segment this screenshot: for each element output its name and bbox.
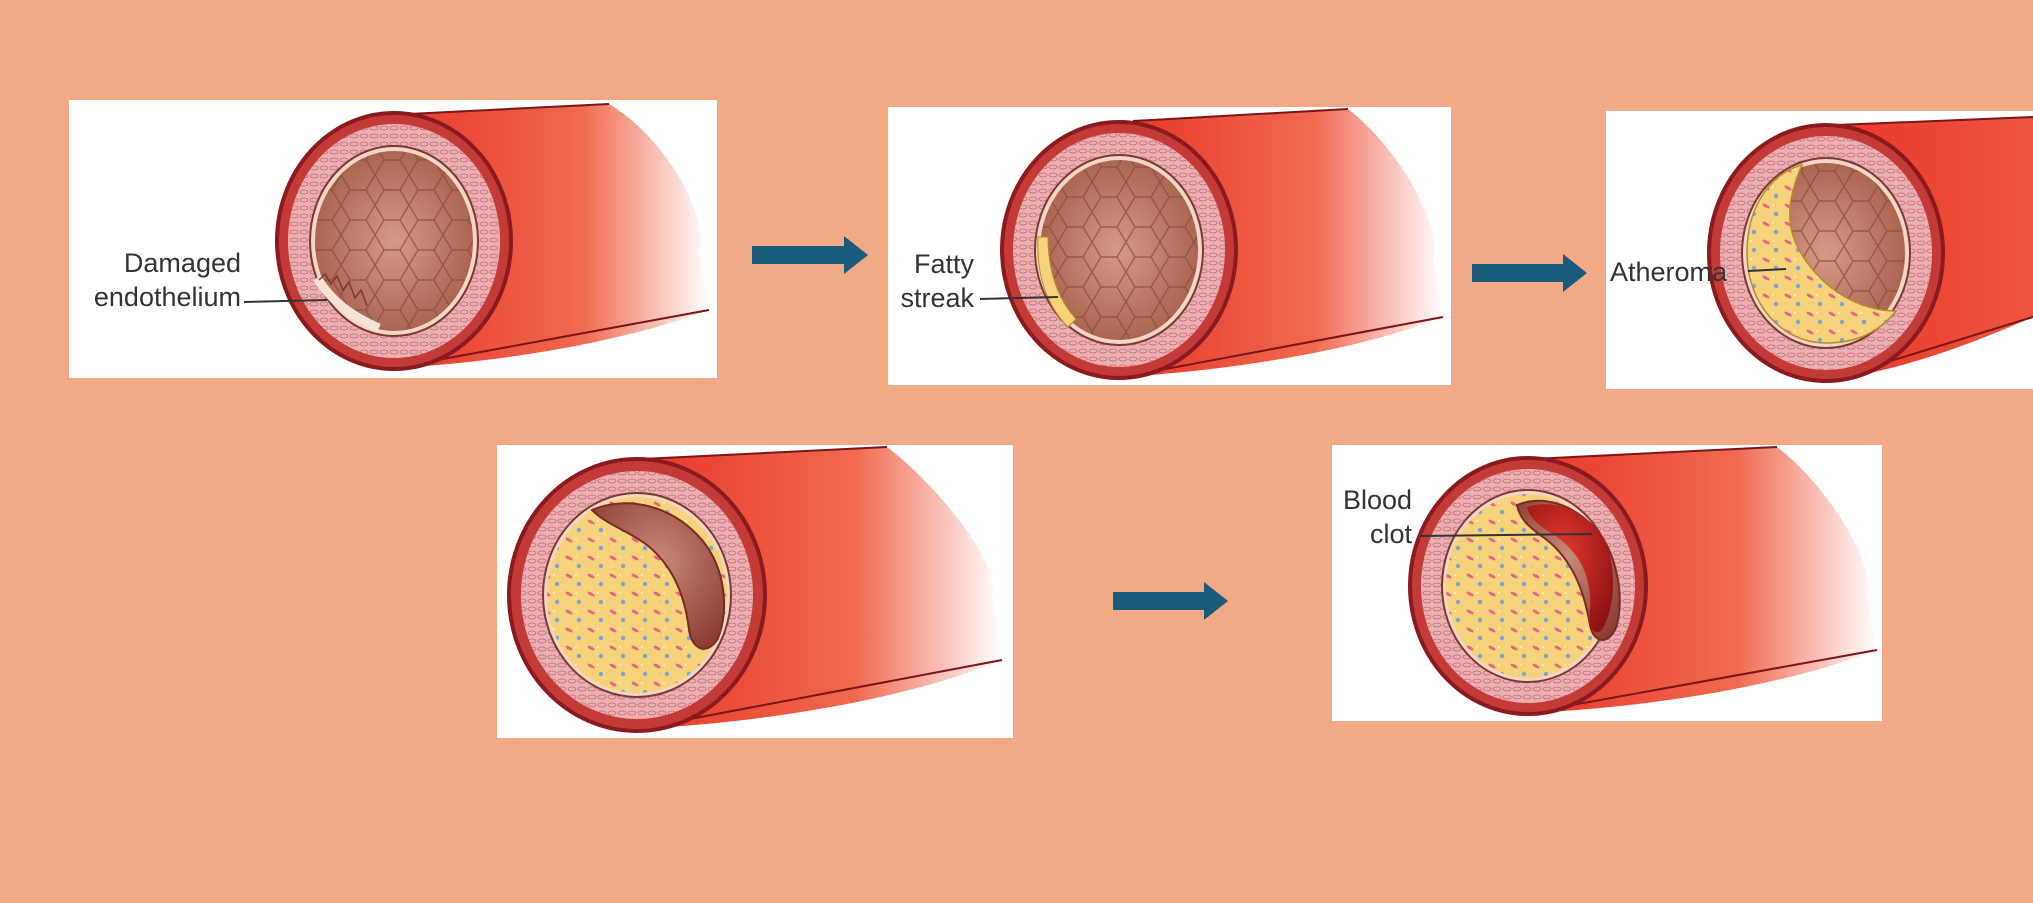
label-line: Fatty	[913, 249, 974, 279]
stage-panel-blood-clot: Blood clot	[1332, 445, 1882, 721]
label-line: clot	[1369, 519, 1412, 549]
label-line: Atheroma	[1610, 257, 1728, 287]
arrow-right-icon	[1472, 254, 1587, 292]
stage-panel-atheroma: Atheroma	[1606, 111, 2033, 389]
label-atheroma: Atheroma	[1610, 255, 1727, 289]
label-line: endothelium	[93, 282, 241, 312]
stage-panel-damaged-endothelium: Damaged endothelium	[69, 100, 717, 378]
arrow-right-icon	[752, 236, 868, 274]
stage-panel-fatty-streak: Fatty streak	[888, 107, 1451, 385]
label-line: streak	[900, 283, 974, 313]
vessel-illustration-plaque	[507, 446, 1003, 733]
label-line: Blood	[1342, 485, 1412, 515]
label-blood-clot: Blood clot	[1332, 483, 1412, 551]
vessel-illustration-atheroma	[1707, 116, 2033, 383]
vessel-illustration-fatty	[979, 108, 1444, 380]
label-line: Damaged	[123, 248, 241, 278]
vessel-illustration-clot	[1408, 446, 1878, 716]
vessel-illustration-damaged	[243, 103, 710, 371]
label-damaged-endothelium: Damaged endothelium	[69, 246, 241, 314]
stage-panel-advanced-plaque	[497, 445, 1013, 738]
label-fatty-streak: Fatty streak	[888, 247, 974, 315]
arrow-right-icon	[1113, 582, 1228, 620]
